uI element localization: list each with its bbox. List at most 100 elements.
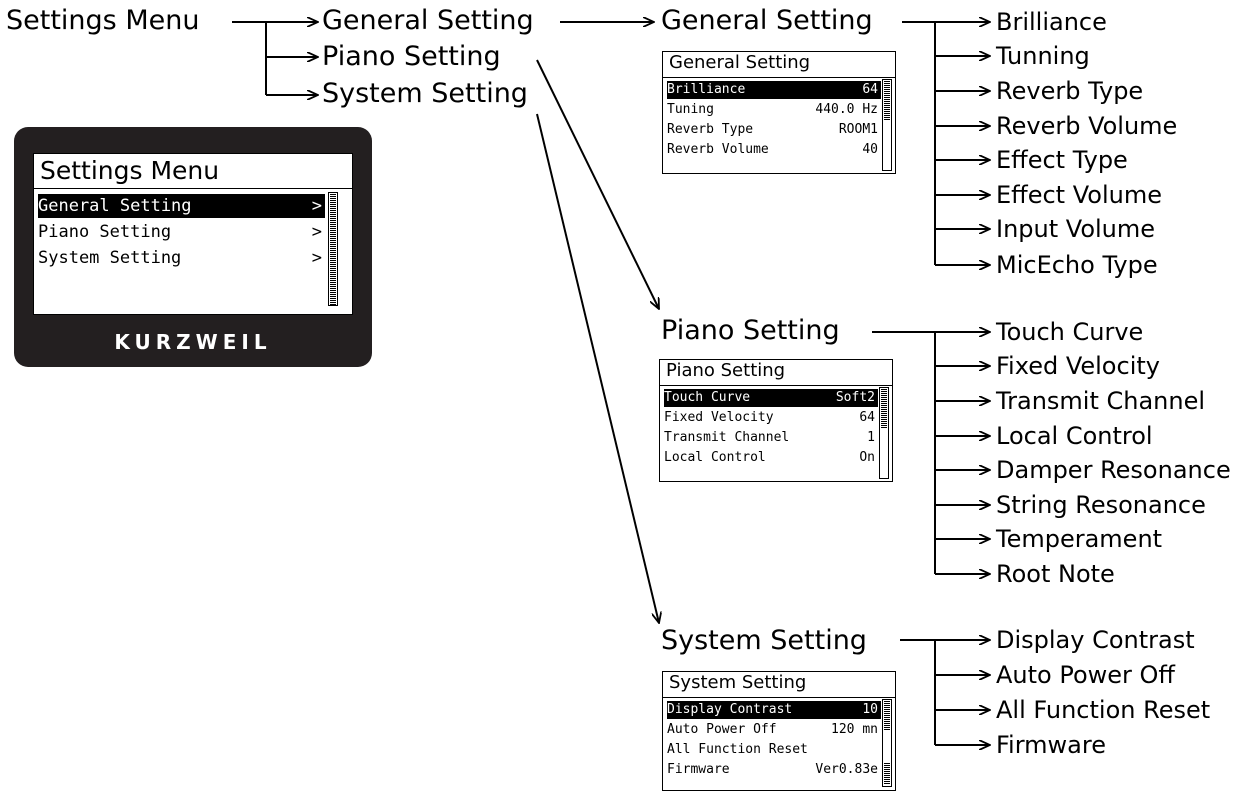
general-setting-screen: General Setting Brilliance 64 Tuning 440…: [662, 51, 896, 174]
node-piano-setting: Piano Setting: [322, 41, 501, 72]
setting-row[interactable]: Auto Power Off 120 mn: [667, 721, 881, 739]
setting-label: Reverb Volume: [667, 142, 769, 157]
menu-row-label: System Setting: [38, 248, 182, 268]
setting-row[interactable]: All Function Reset: [667, 741, 881, 759]
divider: [663, 697, 895, 698]
scrollbar[interactable]: [879, 387, 889, 479]
menu-row-system[interactable]: System Setting >: [38, 246, 325, 270]
general-item: Effect Type: [996, 146, 1128, 174]
scrollbar-thumb[interactable]: [884, 80, 890, 120]
setting-value: Soft2: [835, 390, 875, 405]
setting-row[interactable]: Firmware Ver0.83e: [667, 761, 881, 779]
general-header: General Setting: [661, 5, 873, 36]
scrollbar-thumb[interactable]: [330, 193, 336, 305]
menu-row-label: Piano Setting: [38, 222, 172, 242]
piano-setting-screen: Piano Setting Touch Curve Soft2 Fixed Ve…: [659, 359, 893, 482]
arrow-piano-diagonal: [536, 59, 659, 309]
menu-row-piano[interactable]: Piano Setting >: [38, 220, 325, 244]
settings-menu-screen: Settings Menu General Setting > Piano Se…: [33, 153, 353, 315]
setting-value: 64: [859, 410, 875, 425]
divider: [34, 188, 352, 189]
scrollbar-thumb[interactable]: [884, 762, 890, 784]
chevron-right-icon: >: [311, 196, 322, 216]
system-trunk: [900, 639, 936, 745]
setting-value: 120 mn: [831, 722, 878, 737]
setting-row[interactable]: Reverb Type ROOM1: [667, 121, 881, 139]
setting-row[interactable]: Touch Curve Soft2: [664, 389, 878, 407]
general-item: MicEcho Type: [996, 251, 1158, 279]
setting-value: 40: [862, 142, 878, 157]
setting-value: 10: [862, 702, 878, 717]
setting-label: Firmware: [667, 762, 730, 777]
piano-item: Local Control: [996, 422, 1153, 450]
setting-label: Reverb Type: [667, 122, 754, 137]
divider: [660, 385, 892, 386]
general-item: Effect Volume: [996, 181, 1162, 209]
setting-row[interactable]: Fixed Velocity 64: [664, 409, 878, 427]
piano-header: Piano Setting: [661, 315, 840, 346]
divider: [663, 77, 895, 78]
system-item: Display Contrast: [996, 626, 1195, 654]
kurzweil-device-panel: Settings Menu General Setting > Piano Se…: [14, 127, 372, 367]
chevron-right-icon: >: [311, 222, 322, 242]
kurzweil-logo: KURZWEIL: [114, 330, 272, 354]
system-item: All Function Reset: [996, 696, 1211, 724]
piano-item: Fixed Velocity: [996, 352, 1160, 380]
screen-title: General Setting: [669, 52, 811, 73]
system-setting-screen: System Setting Display Contrast 10 Auto …: [662, 671, 896, 791]
arrow-system-diagonal: [536, 113, 659, 623]
piano-item: Root Note: [996, 560, 1115, 588]
setting-label: Display Contrast: [667, 702, 793, 717]
piano-item: Touch Curve: [996, 318, 1144, 346]
system-header: System Setting: [661, 625, 867, 656]
piano-item: Damper Resonance: [996, 456, 1231, 484]
setting-row[interactable]: Transmit Channel 1: [664, 429, 878, 447]
setting-label: Brilliance: [667, 82, 746, 97]
setting-label: Local Control: [664, 450, 766, 465]
scrollbar-thumb[interactable]: [881, 388, 887, 428]
scrollbar-thumb[interactable]: [884, 700, 890, 730]
setting-row[interactable]: Display Contrast 10: [667, 701, 881, 719]
node-settings-menu: Settings Menu: [6, 5, 200, 36]
screen-title: System Setting: [669, 672, 807, 693]
general-item: Reverb Volume: [996, 112, 1178, 140]
piano-item: Temperament: [996, 525, 1163, 553]
setting-label: Transmit Channel: [664, 430, 790, 445]
setting-value: 1: [867, 430, 875, 445]
menu-row-label: General Setting: [38, 196, 192, 216]
screen-title: Piano Setting: [666, 360, 786, 381]
root-trunk: [232, 21, 267, 95]
node-general-setting: General Setting: [322, 5, 534, 36]
general-item: Reverb Type: [996, 77, 1144, 105]
setting-value: ROOM1: [838, 122, 878, 137]
scrollbar[interactable]: [882, 79, 892, 171]
setting-label: Touch Curve: [664, 390, 751, 405]
piano-item: Transmit Channel: [996, 387, 1206, 415]
system-item: Firmware: [996, 731, 1106, 759]
setting-row[interactable]: Brilliance 64: [667, 81, 881, 99]
general-item: Input Volume: [996, 215, 1156, 243]
setting-label: All Function Reset: [667, 742, 808, 757]
general-trunk: [902, 21, 936, 265]
node-system-setting: System Setting: [322, 78, 528, 109]
general-item: Brilliance: [996, 8, 1107, 36]
scrollbar[interactable]: [328, 192, 338, 306]
setting-value: On: [859, 450, 875, 465]
setting-label: Auto Power Off: [667, 722, 777, 737]
setting-value: Ver0.83e: [815, 762, 878, 777]
setting-value: 64: [862, 82, 878, 97]
setting-label: Fixed Velocity: [664, 410, 774, 425]
piano-item: String Resonance: [996, 491, 1206, 519]
setting-value: 440.0 Hz: [815, 102, 878, 117]
menu-row-general[interactable]: General Setting >: [38, 194, 325, 218]
scrollbar[interactable]: [882, 699, 892, 787]
system-item: Auto Power Off: [996, 661, 1175, 689]
chevron-right-icon: >: [311, 248, 322, 268]
setting-label: Tuning: [667, 102, 714, 117]
screen-title: Settings Menu: [40, 156, 220, 185]
setting-row[interactable]: Tuning 440.0 Hz: [667, 101, 881, 119]
general-item: Tunning: [996, 42, 1090, 70]
setting-row[interactable]: Local Control On: [664, 449, 878, 467]
setting-row[interactable]: Reverb Volume 40: [667, 141, 881, 159]
